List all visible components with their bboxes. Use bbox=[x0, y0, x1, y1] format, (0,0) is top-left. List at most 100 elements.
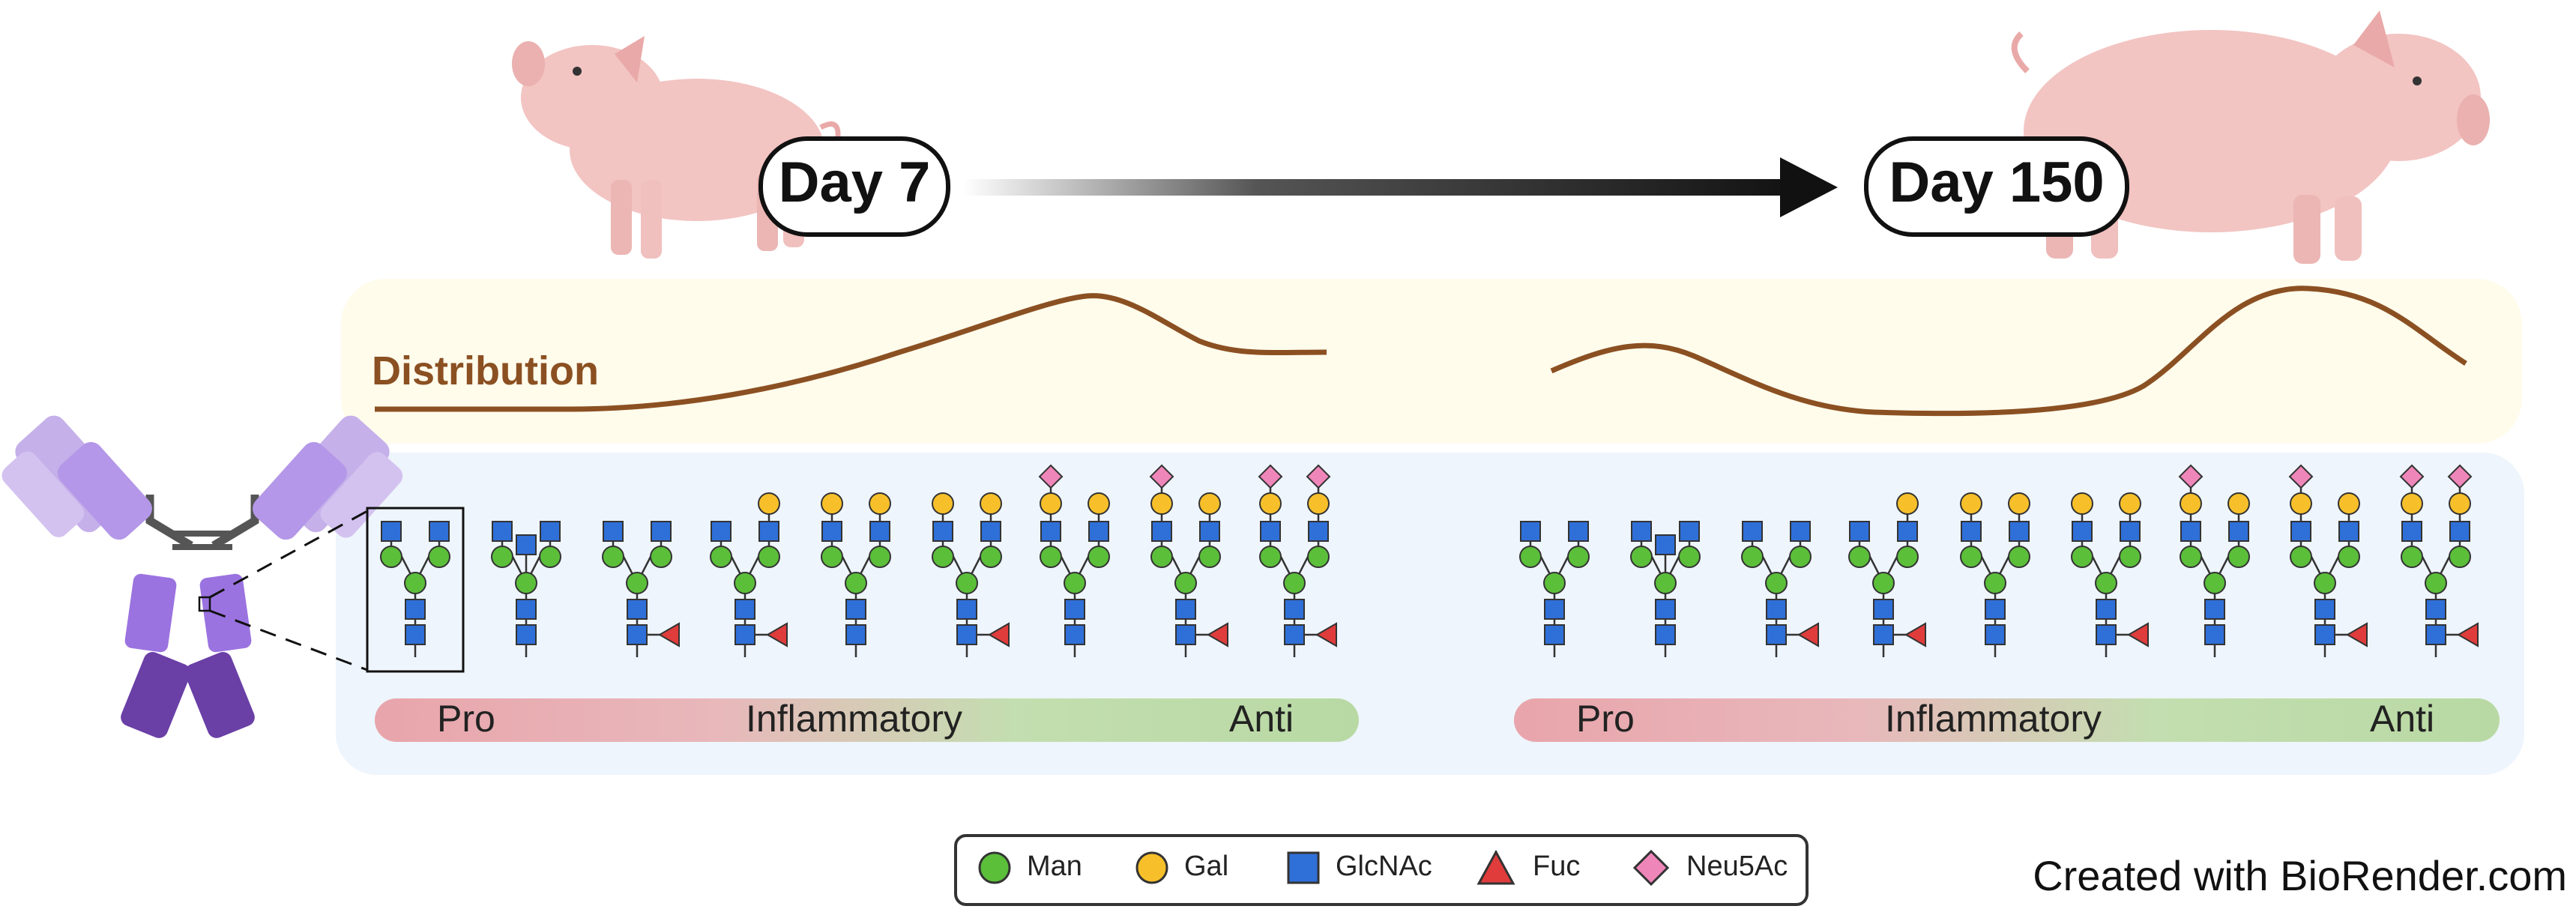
man-icon bbox=[710, 546, 732, 568]
glcnac-icon bbox=[1655, 624, 1676, 645]
gal-icon bbox=[1198, 492, 1221, 515]
glcnac-icon bbox=[405, 624, 426, 645]
glcnac-icon bbox=[2338, 521, 2359, 542]
gal-icon bbox=[758, 492, 780, 515]
man-icon bbox=[2180, 546, 2202, 568]
glcnac-icon bbox=[1260, 521, 1281, 542]
fuc-icon bbox=[765, 622, 788, 647]
biorender-credit: Created with BioRender.com bbox=[2033, 852, 2567, 899]
distribution-panel bbox=[341, 279, 2522, 444]
man-icon bbox=[956, 572, 978, 594]
glcnac-icon bbox=[1849, 521, 1870, 542]
fuc-icon bbox=[2126, 622, 2149, 647]
glcnac-icon bbox=[1985, 599, 2006, 620]
man-icon bbox=[1741, 546, 1764, 568]
bar-label-inflammatory: Inflammatory bbox=[1885, 698, 2102, 740]
glcnac-icon bbox=[540, 521, 561, 542]
gal-icon bbox=[1960, 492, 1982, 515]
glcnac-icon bbox=[492, 521, 513, 542]
glycan-structure bbox=[1519, 521, 1590, 657]
neu5ac-icon bbox=[1038, 464, 1064, 489]
man-icon bbox=[1984, 572, 2006, 594]
zoom-line-bottom bbox=[209, 609, 368, 671]
man-icon bbox=[1259, 546, 1282, 568]
man-icon bbox=[821, 546, 843, 568]
neu5ac-icon bbox=[2288, 464, 2314, 489]
legend-item-neu5ac: Neu5Ac bbox=[1632, 849, 1788, 887]
glycan-structure bbox=[2178, 464, 2250, 657]
glcnac-icon bbox=[516, 599, 537, 620]
man-icon bbox=[980, 546, 1002, 568]
glycan-row-day7 bbox=[380, 464, 1337, 657]
man-icon bbox=[1088, 546, 1110, 568]
glcnac-icon bbox=[405, 599, 426, 620]
glycan-structure bbox=[1848, 492, 1926, 657]
gal-icon bbox=[2290, 492, 2312, 515]
neu5ac-icon bbox=[2178, 464, 2204, 489]
day150-badge bbox=[1864, 136, 2129, 237]
glycan-structure bbox=[1741, 521, 1819, 657]
glcnac-icon bbox=[2314, 599, 2335, 620]
bar-label-pro: Pro bbox=[1576, 698, 1635, 740]
legend-item-gal: Gal bbox=[1135, 851, 1228, 884]
man-icon bbox=[1630, 546, 1653, 568]
glcnac-icon bbox=[1631, 521, 1652, 542]
fuc-icon bbox=[657, 622, 680, 647]
glcnac-icon bbox=[2401, 521, 2422, 542]
man-icon bbox=[1654, 572, 1677, 594]
man-icon bbox=[2008, 546, 2030, 568]
glcnac-icon bbox=[2096, 599, 2117, 620]
glcnac-icon bbox=[1175, 624, 1196, 645]
glcnac-icon bbox=[1544, 599, 1565, 620]
timeline-arrow-shaft bbox=[963, 179, 1803, 196]
fuc-icon bbox=[2345, 622, 2368, 647]
man-icon bbox=[845, 572, 867, 594]
glycan-structure bbox=[1630, 521, 1701, 657]
neu5ac-icon bbox=[2447, 464, 2473, 489]
neu5ac-icon bbox=[1149, 464, 1174, 489]
gal-icon bbox=[2119, 492, 2141, 515]
gal-icon bbox=[1259, 492, 1282, 515]
bar-label-anti: Anti bbox=[1229, 698, 1294, 740]
glycan-structure bbox=[1149, 464, 1228, 657]
gal-icon bbox=[1150, 492, 1173, 515]
fuc-icon bbox=[1797, 622, 1819, 647]
man-icon bbox=[2071, 546, 2093, 568]
gal-icon bbox=[2449, 492, 2471, 515]
fuc-icon bbox=[1315, 622, 1337, 647]
man-icon bbox=[734, 572, 756, 594]
glcnac-icon bbox=[1064, 599, 1085, 620]
glycan-structure bbox=[2288, 464, 2368, 657]
man-icon bbox=[2204, 572, 2226, 594]
glcnac-icon bbox=[2425, 624, 2446, 645]
glcnac-icon bbox=[651, 521, 672, 542]
glcnac-icon bbox=[1199, 521, 1220, 542]
fuc-icon bbox=[987, 622, 1010, 647]
man-icon bbox=[2449, 546, 2471, 568]
glcnac-icon bbox=[1568, 521, 1589, 542]
man-icon bbox=[932, 546, 954, 568]
man-icon bbox=[2095, 572, 2117, 594]
glcnac-icon bbox=[956, 624, 977, 645]
man-icon bbox=[1789, 546, 1812, 568]
fuc-icon bbox=[2456, 622, 2479, 647]
man-icon bbox=[2314, 572, 2336, 594]
man-icon bbox=[2119, 546, 2141, 568]
glcnac-icon bbox=[1742, 521, 1763, 542]
man-icon bbox=[2338, 546, 2360, 568]
bar-label-inflammatory: Inflammatory bbox=[746, 698, 962, 740]
glcnac-icon bbox=[2425, 599, 2446, 620]
fuc-icon bbox=[1904, 622, 1926, 647]
glcnac-icon bbox=[1544, 624, 1565, 645]
glcnac-icon bbox=[735, 624, 755, 645]
neu5ac-icon bbox=[2399, 464, 2425, 489]
legend-item-glcnac: GlcNAc bbox=[1287, 851, 1432, 884]
glcnac-icon bbox=[1897, 521, 1918, 542]
man-icon bbox=[602, 546, 624, 568]
man-icon bbox=[2290, 546, 2312, 568]
legend-label: Gal bbox=[1184, 851, 1228, 882]
gal-icon bbox=[980, 492, 1002, 515]
glcnac-icon bbox=[2228, 521, 2249, 542]
glycan-row-day150 bbox=[1519, 464, 2479, 657]
glcnac-icon bbox=[1766, 624, 1787, 645]
